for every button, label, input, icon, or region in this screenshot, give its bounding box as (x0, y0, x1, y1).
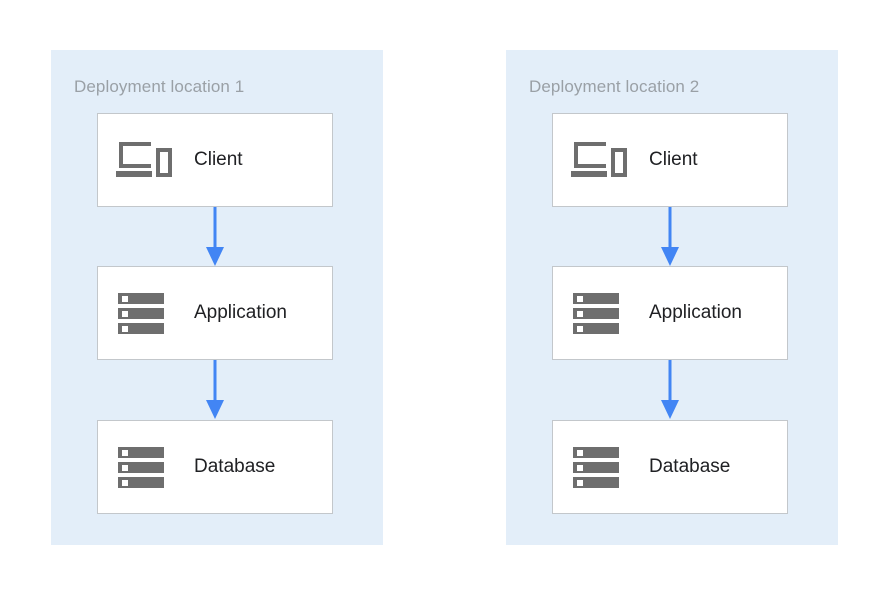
node-client[interactable]: Client (552, 113, 788, 207)
node-client[interactable]: Client (97, 113, 333, 207)
node-label: Client (649, 149, 698, 170)
deployment-location-panel: Deployment location 2 Cli (506, 50, 838, 545)
arrow-client-to-application (552, 207, 788, 267)
arrow-application-to-database (552, 360, 788, 420)
panel-title: Deployment location 2 (529, 77, 700, 96)
server-rack-icon (571, 444, 627, 490)
node-label: Client (194, 149, 243, 170)
laptop-phone-icon (116, 137, 172, 183)
panel-title: Deployment location 1 (74, 77, 245, 96)
laptop-phone-icon (571, 137, 627, 183)
server-rack-icon (571, 290, 627, 336)
node-database[interactable]: Database (552, 420, 788, 514)
node-label: Database (194, 456, 276, 477)
node-label: Database (649, 456, 731, 477)
node-application[interactable]: Application (552, 266, 788, 360)
node-label: Application (649, 302, 742, 323)
node-application[interactable]: Application (97, 266, 333, 360)
node-database[interactable]: Database (97, 420, 333, 514)
server-rack-icon (116, 444, 172, 490)
node-label: Application (194, 302, 287, 323)
server-rack-icon (116, 290, 172, 336)
deployment-location-panel: Deployment location 1 (51, 50, 383, 545)
arrow-client-to-application (97, 207, 333, 267)
arrow-application-to-database (97, 360, 333, 420)
